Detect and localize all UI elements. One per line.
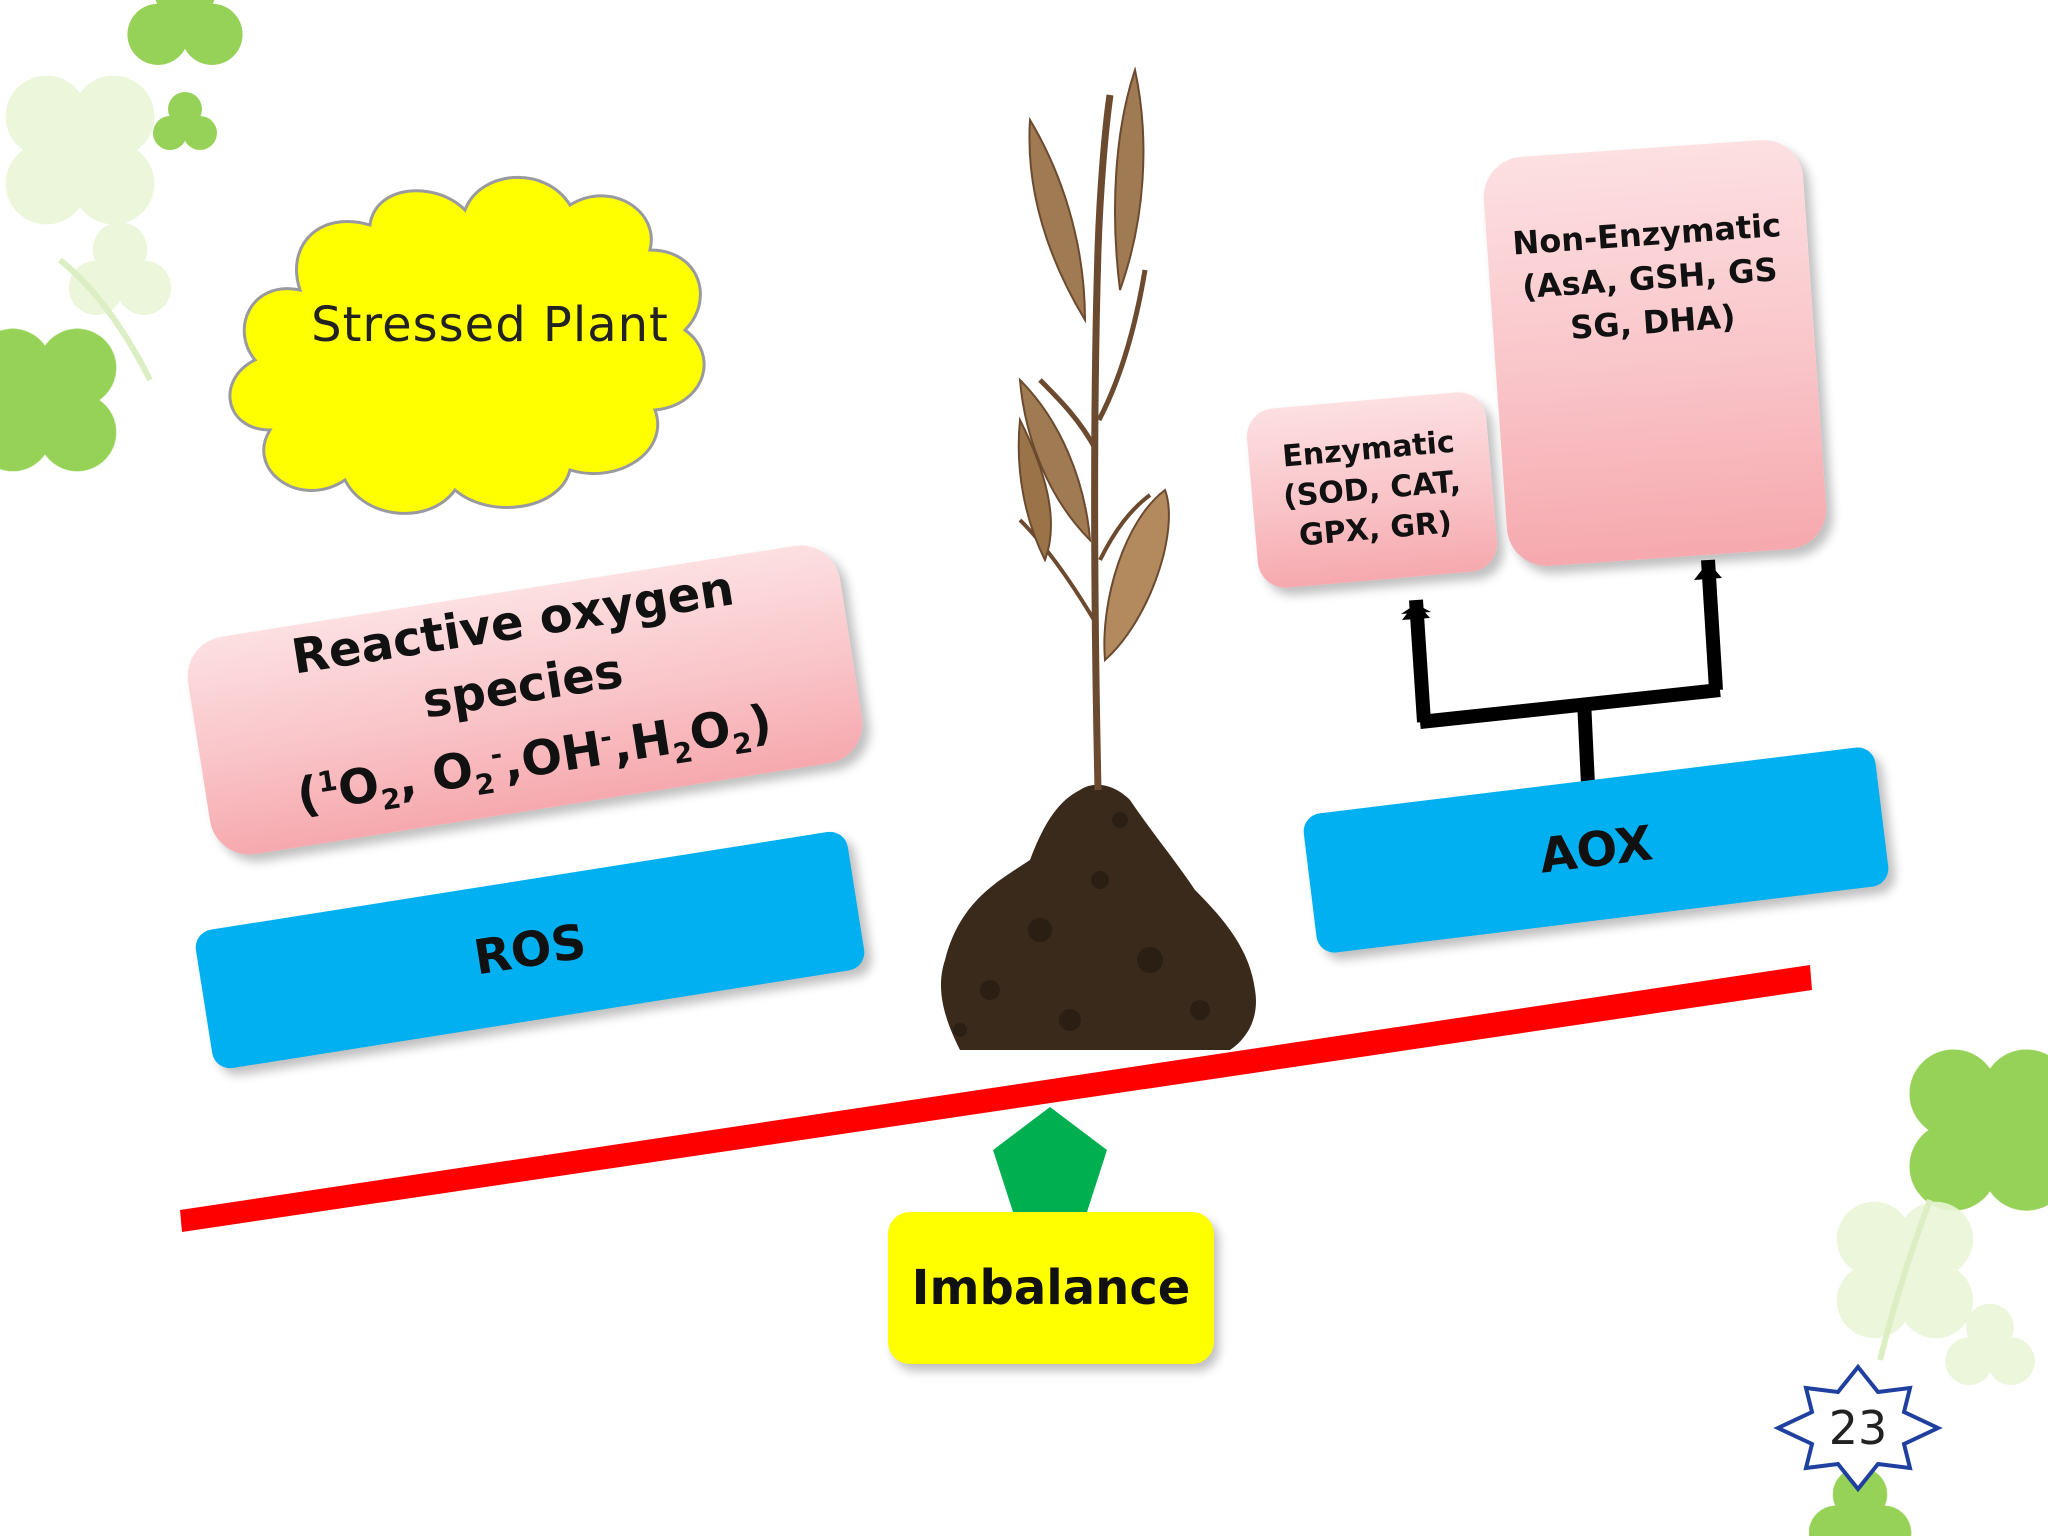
soil-texture <box>953 812 1210 1037</box>
plant <box>1017 66 1170 791</box>
non-enzymatic-box: Non-Enzymatic (AsA, GSH, GS SG, DHA) <box>1481 137 1829 569</box>
imbalance-label: Imbalance <box>911 1260 1191 1316</box>
slide-number-star-icon <box>1773 1363 1943 1493</box>
arrow-head-right <box>1694 562 1722 580</box>
soil-mound <box>940 784 1256 1050</box>
aox-connector <box>1409 559 1723 786</box>
enzymatic-box: Enzymatic (SOD, CAT, GPX, GR) <box>1244 389 1500 591</box>
ros-label: ROS <box>470 913 590 987</box>
slide-number: 23 <box>1828 1401 1888 1455</box>
arrow-head-left <box>1402 602 1430 620</box>
fulcrum <box>993 1107 1107 1212</box>
stressed-plant-label: Stressed Plant <box>311 297 669 353</box>
balance-beam <box>180 965 1812 1232</box>
aox-label: AOX <box>1536 815 1656 885</box>
stressed-plant-cloud <box>228 175 706 515</box>
imbalance-box: Imbalance <box>888 1212 1214 1364</box>
